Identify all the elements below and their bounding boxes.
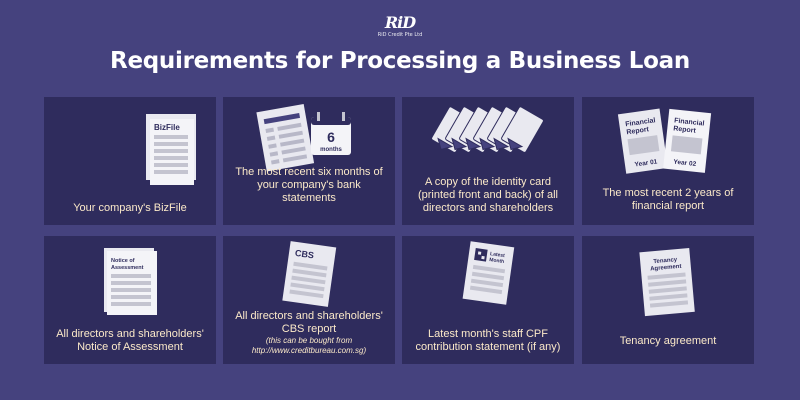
bizfile-document-icon: BizFile (146, 114, 196, 185)
report-year-2: Year 02 (673, 159, 697, 168)
page-title: Requirements for Processing a Business L… (110, 48, 690, 74)
requirement-caption: Your company's BizFile (73, 202, 187, 214)
requirement-caption: The most recent 2 years of financial rep… (602, 187, 734, 212)
cbs-doc-label: CBS (294, 248, 314, 261)
caption-main: All directors and shareholders' CBS repo… (235, 310, 383, 335)
calendar-number: 6 (327, 129, 335, 145)
doc-label-line1: Tenancy (653, 257, 678, 265)
requirement-caption: All directors and shareholders' Notice o… (56, 328, 204, 353)
identity-card-stack-icon (431, 106, 544, 153)
cbs-report-icon: CBS (282, 241, 337, 307)
cpf-statement-icon: Latest Month (462, 241, 515, 305)
logo-mark: RiD (384, 13, 416, 32)
logo-text: RiD Credit Pte Ltd (377, 32, 423, 38)
requirement-card-bizfile: BizFile Your company's BizFile (44, 97, 216, 225)
doc-label-line2: Month (489, 257, 505, 265)
requirement-card-cpf-statement: Latest Month Latest month's staff CPF co… (402, 236, 574, 364)
requirement-caption: The most recent six months of your compa… (235, 166, 383, 204)
requirement-card-cbs-report: CBS All directors and shareholders' CBS … (223, 236, 395, 364)
requirement-card-tenancy-agreement: Tenancy Agreement Tenancy agreement (582, 236, 754, 364)
company-logo: RiD RiD Credit Pte Ltd (0, 14, 800, 39)
notice-of-assessment-icon: Notice of Assessment (104, 248, 157, 315)
report-label-line2: Report (626, 126, 650, 136)
doc-label-line2: Assessment (111, 265, 144, 271)
requirement-caption: Tenancy agreement (619, 335, 717, 347)
doc-label-line1: Notice of (111, 258, 135, 264)
report-label-line2: Report (673, 125, 697, 134)
requirement-card-notice-of-assessment: Notice of Assessment All directors and s… (44, 236, 216, 364)
bizfile-doc-label: BizFile (154, 123, 180, 132)
requirement-card-identity-card: A copy of the identity card (printed fro… (402, 97, 574, 225)
doc-label-line2: Agreement (650, 264, 682, 273)
requirement-caption: A copy of the identity card (printed fro… (417, 176, 559, 214)
caption-note: (this can be bought from http://www.cred… (251, 336, 367, 355)
doc-label-line1: Latest (490, 251, 506, 259)
report-year-1: Year 01 (634, 158, 658, 168)
calendar-word: months (320, 147, 342, 153)
financial-report-icon: Financial Report Year 01 Financial Repor… (617, 108, 712, 174)
bank-statement-calendar-icon: 6 months (256, 104, 351, 172)
report-label-line1: Financial (625, 117, 656, 128)
requirement-caption: Latest month's staff CPF contribution st… (415, 328, 561, 353)
report-label-line1: Financial (674, 117, 705, 127)
requirement-card-financial-report: Financial Report Year 01 Financial Repor… (582, 97, 754, 225)
requirement-caption: All directors and shareholders' CBS repo… (229, 310, 389, 356)
tenancy-agreement-icon: Tenancy Agreement (639, 248, 695, 317)
requirement-card-bank-statements: 6 months The most recent six months of y… (223, 97, 395, 225)
